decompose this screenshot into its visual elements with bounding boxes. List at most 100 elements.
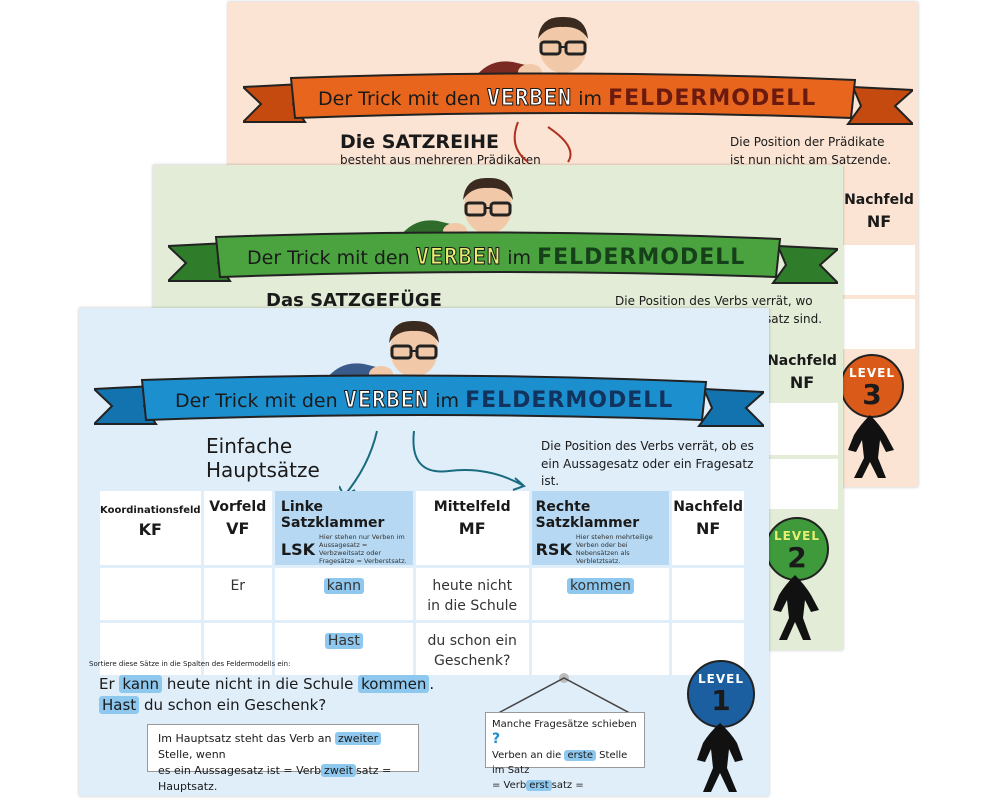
feldermodell-table: Koordinationsfeld KF Vorfeld VF Linke Sa… (97, 488, 747, 678)
table-cell-nf (672, 568, 744, 620)
table-row: Hast du schon ein Geschenk? (100, 623, 744, 675)
cell-text-line-2: in die Schule (427, 598, 518, 614)
cell-text: Er (230, 578, 246, 594)
table-header-row: Koordinationsfeld KF Vorfeld VF Linke Sa… (100, 491, 744, 565)
column-name: Vorfeld (209, 499, 267, 515)
note-line-1: Die Position des Verbs verrät, wo (615, 294, 813, 308)
teacher-head-icon (463, 177, 513, 234)
column-name: Nachfeld (844, 192, 914, 208)
box-text: satz = Hauptsatz. (158, 764, 392, 793)
instruction-text: Sortiere diese Sätze in die Spalten des … (89, 660, 291, 668)
sentence-text: du schon ein Geschenk? (139, 696, 327, 714)
column-abbr: NF (866, 212, 892, 231)
box-text: Stelle im Satz (492, 750, 628, 776)
title-mid: im (578, 88, 603, 110)
note-line-2: ist nun nicht am Satzende. (730, 153, 892, 167)
box-highlight: zweiter (334, 732, 382, 745)
cell-text-line-2: Geschenk? (434, 653, 511, 669)
column-abbr: KF (138, 520, 162, 539)
column-note: Hier stehen mehrteilige Verben oder bei … (575, 533, 653, 565)
box-text: Manche Fragesätze schieben (492, 719, 637, 730)
title-prefix: Der Trick mit den (318, 88, 481, 110)
cell-verb: kommen (566, 578, 634, 594)
column-header-vf: Vorfeld VF (203, 491, 272, 565)
sentence-text: heute nicht in die Schule (162, 675, 359, 693)
column-header-nachfeld: Nachfeld NF (766, 353, 838, 392)
column-name: Nachfeld (767, 353, 837, 369)
title-banner (243, 72, 913, 125)
column-name: Koordinationsfeld (100, 505, 201, 516)
level-label: LEVEL (774, 529, 820, 543)
box-highlight: zweit (321, 764, 356, 777)
column-abbr: RSK (535, 539, 572, 559)
sentence-verb: Hast (99, 696, 140, 714)
box-text: es ein Aussagesatz ist = Verb (158, 764, 322, 777)
column-header-lsk: Linke Satzklammer LSK Hier stehen nur Ve… (274, 491, 413, 565)
column-name: Mittelfeld (433, 499, 511, 515)
example-sentence-1: Er kann heute nicht in die Schule kommen… (99, 674, 434, 695)
cell-text-line-1: heute nicht (432, 578, 513, 594)
column-header-nf: Nachfeld NF (672, 491, 744, 565)
column-name: Nachfeld (673, 499, 744, 515)
title-banner (168, 231, 838, 284)
level-number: 1 (711, 684, 731, 717)
table-cell-kf (100, 623, 201, 675)
level-badge-3: LEVEL 3 (840, 354, 904, 418)
title-prefix: Der Trick mit den (247, 247, 410, 269)
section-heading: Das SATZGEFÜGE (266, 290, 442, 311)
column-abbr: MF (458, 519, 486, 538)
title-banner-text: Der Trick mit den VERBEN im FELDERMODELL (318, 86, 816, 112)
level-number: 2 (787, 541, 807, 574)
title-banner (94, 374, 764, 427)
note-line-2: ein Aussagesatz oder ein Fragesatz ist. (541, 457, 754, 488)
level-badge-1: LEVEL 1 (687, 660, 755, 728)
table-cell-mf: heute nicht in die Schule (415, 568, 529, 620)
box-text: Verben an die (492, 750, 565, 761)
title-verben: VERBEN (343, 388, 430, 414)
column-abbr: NF (789, 373, 815, 392)
note-line-2: satz sind. (765, 312, 823, 326)
atlas-figure-icon (697, 723, 743, 792)
title-feldermodell: FELDERMODELL (537, 245, 746, 270)
level-label: LEVEL (849, 366, 895, 380)
column-header-mf: Mittelfeld MF (415, 491, 529, 565)
box-highlight: erste (564, 750, 596, 761)
column-abbr: NF (695, 519, 721, 538)
title-mid: im (507, 247, 532, 269)
column-abbr: VF (226, 519, 250, 538)
sentence-verb: kommen (358, 675, 430, 693)
title-banner-text: Der Trick mit den VERBEN im FELDERMODELL (247, 245, 746, 271)
table-cell-mf: du schon ein Geschenk? (415, 623, 529, 675)
hanging-sign-string (488, 673, 640, 719)
atlas-figure-icon (773, 575, 819, 640)
column-header-nachfeld: Nachfeld NF (843, 192, 915, 231)
title-feldermodell: FELDERMODELL (465, 388, 674, 413)
level-number: 3 (862, 378, 882, 411)
section-subtext: besteht aus mehreren Prädikaten (340, 153, 541, 167)
column-abbr: LSK (280, 539, 316, 559)
cell-text-line-1: du schon ein (427, 633, 517, 649)
cell-verb: kann (323, 578, 364, 594)
sentence-text: . (429, 675, 435, 693)
table-cell-lsk: Hast (274, 623, 413, 675)
note-line-1: Die Position der Prädikate (730, 135, 885, 149)
atlas-figure-icon (848, 415, 894, 478)
table-cell-kf (100, 568, 201, 620)
table-cell (766, 459, 838, 509)
table-cell-rsk: kommen (531, 568, 670, 620)
title-mid: im (435, 390, 460, 412)
section-heading: Die SATZREIHE (340, 131, 499, 153)
example-sentence-2: Hast du schon ein Geschenk? (99, 695, 434, 716)
table-cell-vf (203, 623, 272, 675)
note-line-1: Die Position des Verbs verrät, ob es (541, 439, 754, 453)
table-cell-vf: Er (203, 568, 272, 620)
title-verben: VERBEN (415, 245, 502, 271)
table-cell-lsk: kann (274, 568, 413, 620)
teacher-head-icon (389, 320, 439, 377)
sentence-text: Er (99, 675, 120, 693)
title-banner-text: Der Trick mit den VERBEN im FELDERMODELL (175, 388, 674, 414)
title-prefix: Der Trick mit den (175, 390, 338, 412)
table-cell (843, 299, 915, 349)
column-name: Linke Satzklammer (280, 499, 385, 531)
table-cell-rsk (531, 623, 670, 675)
